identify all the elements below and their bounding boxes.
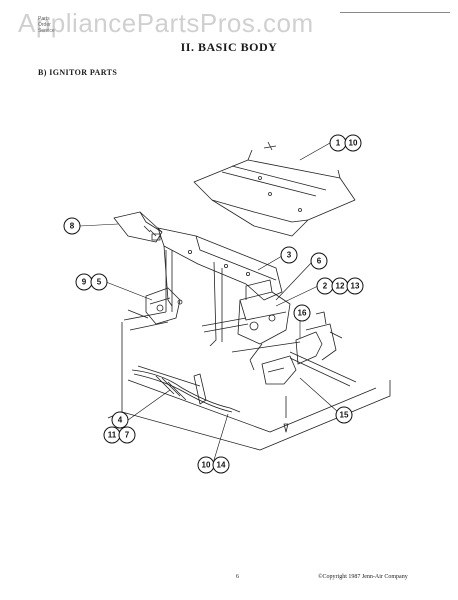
corner-stamp: Parts Order Service xyxy=(38,16,64,34)
callout-8-circle xyxy=(63,217,81,235)
callout-3-circle xyxy=(280,246,298,264)
callout-6-circle xyxy=(310,252,328,270)
stamp-line-3: Service xyxy=(38,28,55,34)
callout-8-label: 8 xyxy=(70,222,75,231)
callout-10b-label: 10 xyxy=(202,461,211,470)
main-bracket xyxy=(157,227,283,307)
callout-4-label: 4 xyxy=(118,416,123,425)
callout-4-circle xyxy=(111,411,129,429)
spark-electrode-assembly xyxy=(237,279,291,371)
leader-lines xyxy=(79,142,339,461)
callout-5-circle xyxy=(90,273,108,291)
callout-12-label: 12 xyxy=(336,282,345,291)
callout-14-circle xyxy=(212,456,230,474)
callout-13-label: 13 xyxy=(351,282,360,291)
oven-tray xyxy=(107,322,391,451)
callout-16-circle xyxy=(293,304,311,322)
right-ignitor-and-hose xyxy=(261,311,343,433)
stamp-line-2: Order xyxy=(38,22,51,28)
callout-2-label: 2 xyxy=(323,282,328,291)
ignitor-module xyxy=(113,211,163,243)
callout-15-label: 15 xyxy=(340,411,349,420)
watermark: AppliancePartsPros.com xyxy=(18,8,314,38)
top-cover-plate xyxy=(193,141,356,237)
callout-11-label: 11 xyxy=(108,431,117,440)
callout-9-label: 9 xyxy=(82,278,87,287)
left-valve-bracket xyxy=(127,287,183,325)
callout-1-label: 1 xyxy=(336,139,341,148)
section-title: II. BASIC BODY xyxy=(180,40,278,54)
stamp-line-1: Parts xyxy=(38,16,50,22)
callout-10a-label: 10 xyxy=(349,139,358,148)
page-number: 6 xyxy=(236,574,239,580)
callout-16-label: 16 xyxy=(298,309,307,318)
wire-harness xyxy=(131,369,241,413)
callout-7-label: 7 xyxy=(125,431,130,440)
callout-10a-circle xyxy=(344,134,362,152)
callout-6-label: 6 xyxy=(317,257,322,266)
callout-13-circle xyxy=(346,277,364,295)
copyright-notice: ©Copyright 1987 Jenn-Air Company xyxy=(318,574,408,580)
support-frame xyxy=(123,250,223,347)
callout-14-label: 14 xyxy=(217,461,226,470)
callout-3-label: 3 xyxy=(287,251,292,260)
gas-tube-rail xyxy=(201,317,357,387)
callout-15-circle xyxy=(335,406,353,424)
top-rule xyxy=(340,12,450,13)
callout-5-label: 5 xyxy=(97,278,102,287)
subsection-title: B) IGNITOR PARTS xyxy=(38,68,118,77)
callout-7-circle xyxy=(118,426,136,444)
